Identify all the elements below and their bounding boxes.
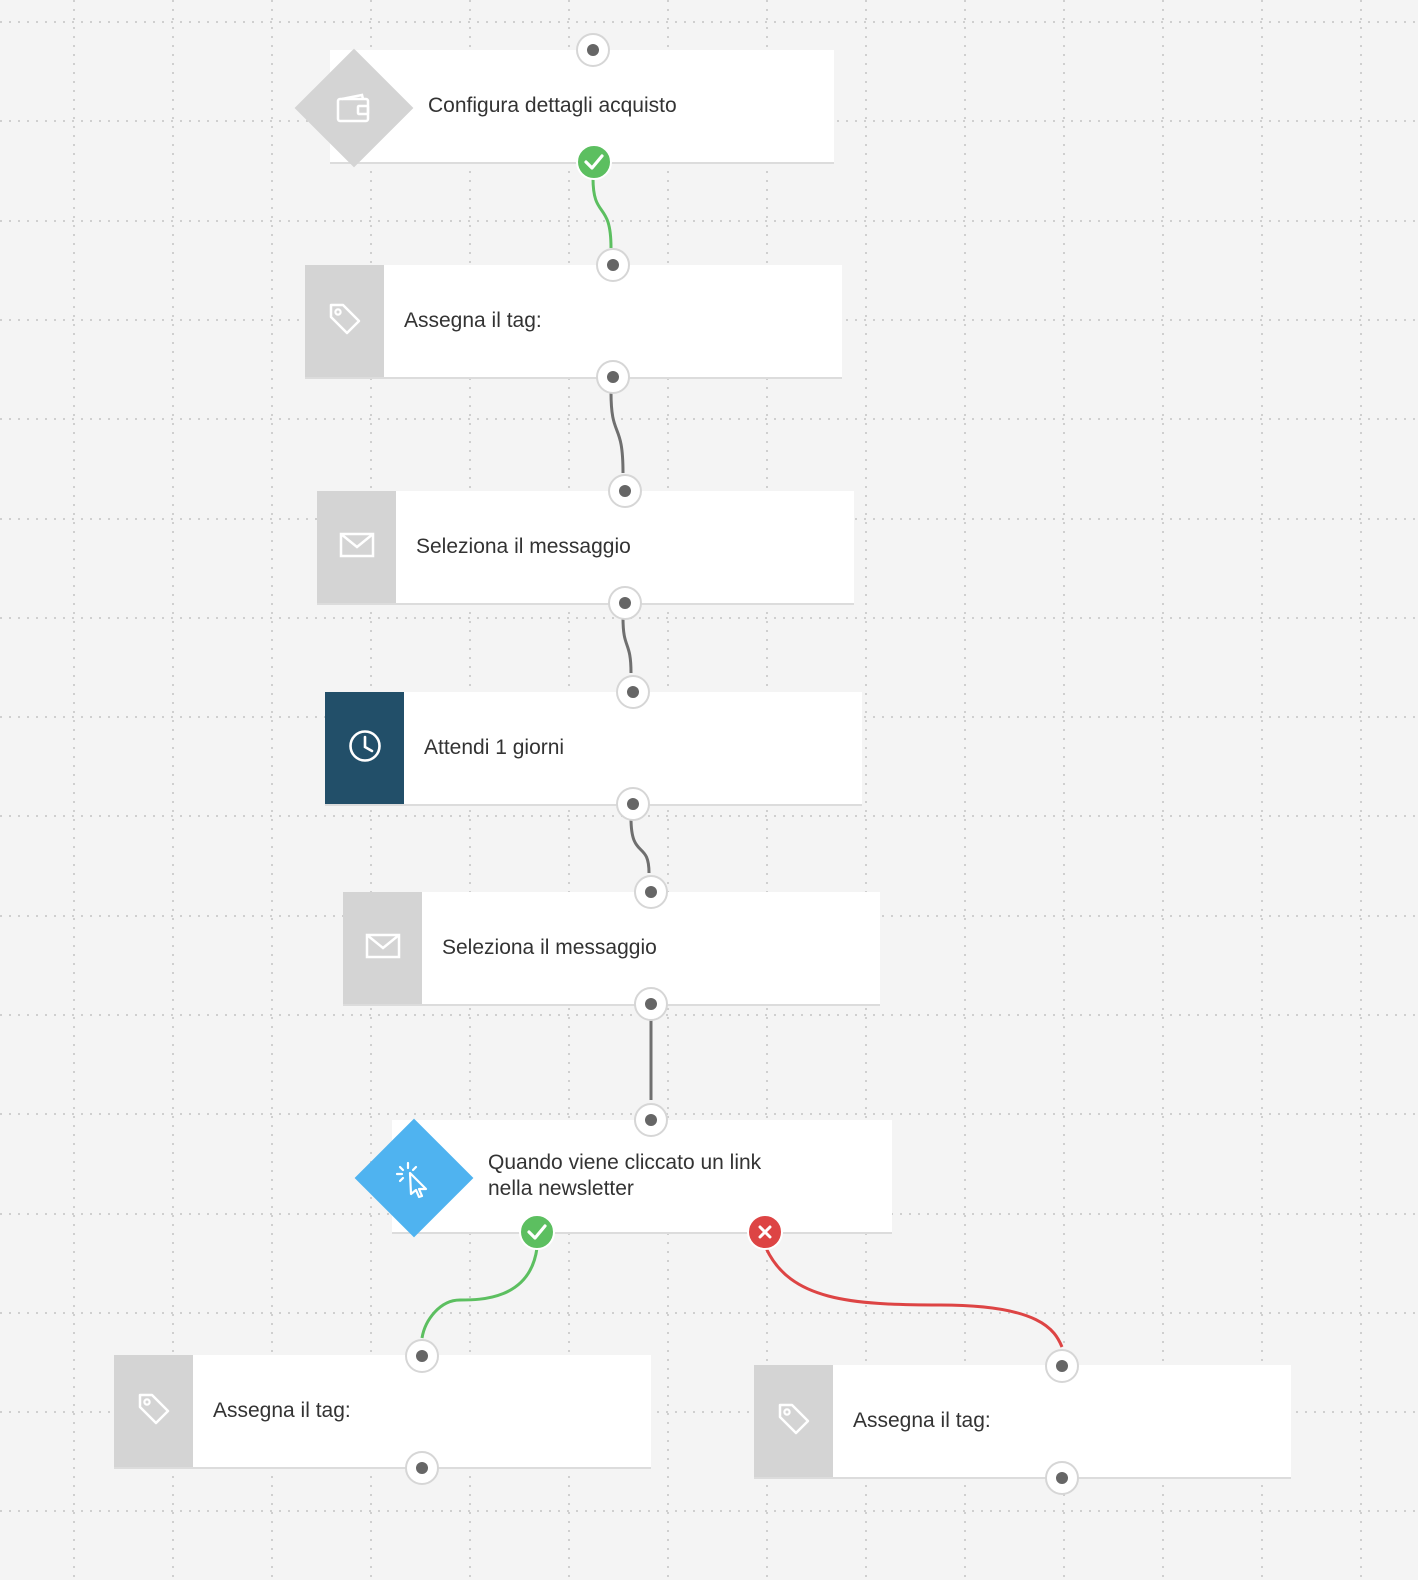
node-message1-label: Seleziona il messaggio <box>416 535 631 558</box>
port-dot <box>416 1462 428 1474</box>
message2-icon-panel <box>343 892 422 1004</box>
port-dot <box>587 44 599 56</box>
tag-no-icon-panel <box>754 1365 833 1477</box>
message1-input-port[interactable] <box>608 474 642 508</box>
port-dot <box>627 798 639 810</box>
port-dot <box>627 686 639 698</box>
port-dot <box>619 485 631 497</box>
wallet-icon <box>334 89 374 127</box>
tag-yes-input-port[interactable] <box>405 1339 439 1373</box>
check-icon <box>527 1224 547 1240</box>
port-dot <box>1056 1472 1068 1484</box>
tag1-input-port[interactable] <box>596 248 630 282</box>
port-dot <box>619 597 631 609</box>
wait-input-port[interactable] <box>616 675 650 709</box>
tag-yes-output-port[interactable] <box>405 1451 439 1485</box>
node-tag1[interactable]: Assegna il tag: <box>305 265 842 379</box>
envelope-icon <box>365 932 401 965</box>
node-message2-label: Seleziona il messaggio <box>442 936 657 959</box>
port-dot <box>607 371 619 383</box>
port-dot <box>607 259 619 271</box>
node-click-label-line1: Quando viene cliccato un link <box>488 1151 762 1174</box>
node-click-label: Quando viene cliccato un link nella news… <box>488 1120 761 1232</box>
node-tag-yes-label: Assegna il tag: <box>213 1399 351 1422</box>
cross-icon <box>758 1225 772 1239</box>
envelope-icon <box>339 531 375 564</box>
port-dot <box>1056 1360 1068 1372</box>
click-success-port[interactable] <box>519 1214 555 1250</box>
node-message1[interactable]: Seleziona il messaggio <box>317 491 854 605</box>
message2-input-port[interactable] <box>634 875 668 909</box>
node-purchase-label: Configura dettagli acquisto <box>428 94 677 117</box>
tag-no-output-port[interactable] <box>1045 1461 1079 1495</box>
purchase-input-port[interactable] <box>576 33 610 67</box>
clock-icon <box>347 728 383 769</box>
wait-icon-panel <box>325 692 404 804</box>
tag-icon <box>136 1391 172 1432</box>
check-icon <box>584 154 604 170</box>
click-failure-port[interactable] <box>747 1214 783 1250</box>
node-tag1-label: Assegna il tag: <box>404 309 542 332</box>
port-dot <box>645 886 657 898</box>
tag-icon <box>327 301 363 342</box>
node-tag-yes[interactable]: Assegna il tag: <box>114 1355 651 1469</box>
message2-output-port[interactable] <box>634 987 668 1021</box>
wait-output-port[interactable] <box>616 787 650 821</box>
tag-no-input-port[interactable] <box>1045 1349 1079 1383</box>
click-input-port[interactable] <box>634 1103 668 1137</box>
tag1-output-port[interactable] <box>596 360 630 394</box>
node-tag-no[interactable]: Assegna il tag: <box>754 1365 1291 1479</box>
message1-output-port[interactable] <box>608 586 642 620</box>
purchase-success-port[interactable] <box>576 144 612 180</box>
port-dot <box>416 1350 428 1362</box>
node-message2[interactable]: Seleziona il messaggio <box>343 892 880 1006</box>
tag-yes-icon-panel <box>114 1355 193 1467</box>
node-wait[interactable]: Attendi 1 giorni <box>325 692 862 806</box>
tag-icon <box>776 1401 812 1442</box>
tag1-icon-panel <box>305 265 384 377</box>
message1-icon-panel <box>317 491 396 603</box>
port-dot <box>645 1114 657 1126</box>
node-tag-no-label: Assegna il tag: <box>853 1409 991 1432</box>
node-click-label-line2: nella newsletter <box>488 1177 634 1200</box>
port-dot <box>645 998 657 1010</box>
node-click[interactable]: Quando viene cliccato un link nella news… <box>392 1120 892 1234</box>
cursor-click-icon <box>392 1158 436 1200</box>
node-wait-label: Attendi 1 giorni <box>424 736 565 759</box>
